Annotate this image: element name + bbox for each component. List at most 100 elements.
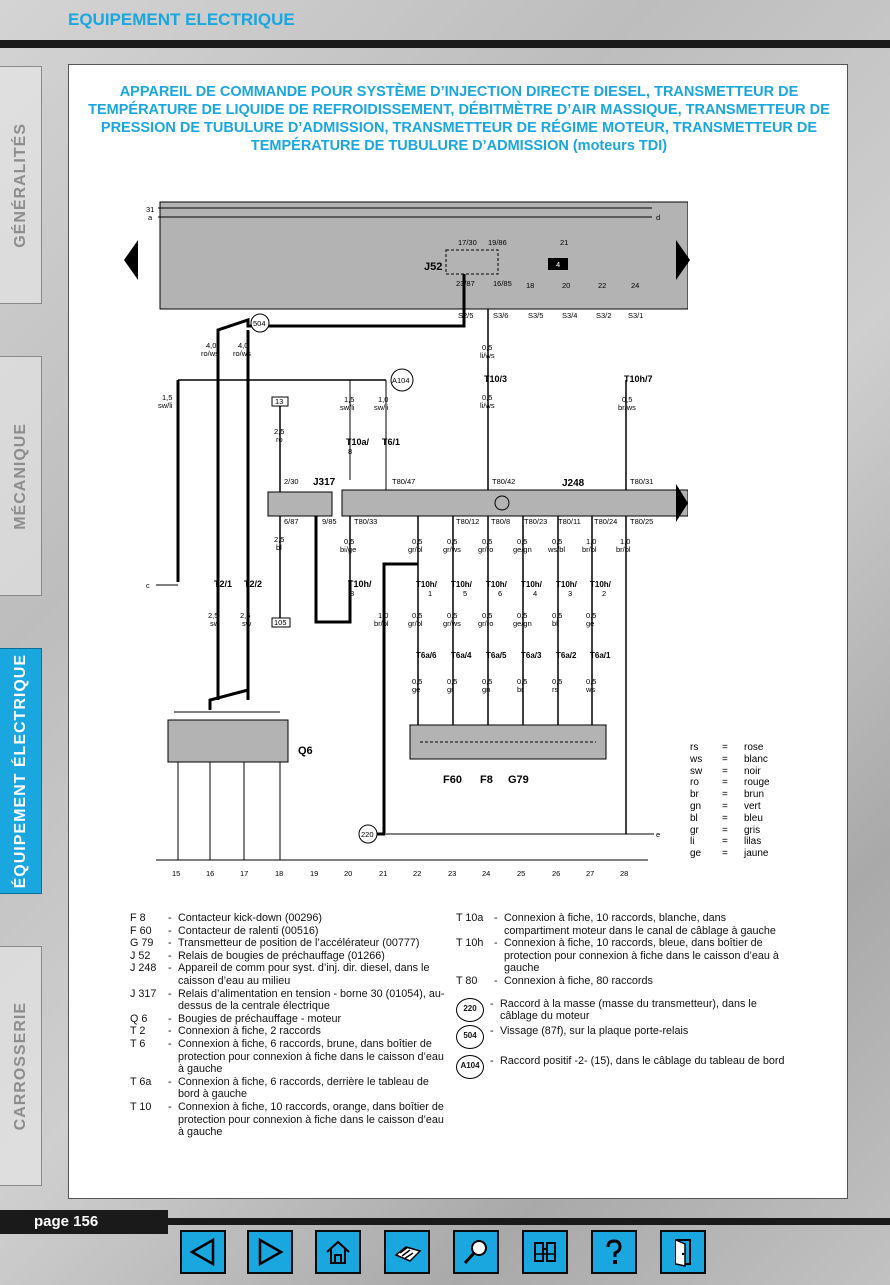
diagram-next-arrow-lower[interactable]	[676, 484, 688, 522]
wire-25-bl-gauge: 2,5	[274, 535, 284, 544]
bottom-number: 28	[620, 869, 628, 878]
signal-color2: gr/ws	[443, 619, 461, 628]
signal-gauge2: 0,5	[482, 611, 492, 620]
wire-brbl2-color: br/bl	[616, 545, 631, 554]
exit-button[interactable]	[660, 1230, 706, 1274]
signal-gauge1: 0,5	[482, 537, 492, 546]
pin-18: 18	[526, 281, 534, 290]
legend-row: gr=gris	[690, 824, 761, 836]
pin-t80-25: T80/25	[630, 517, 653, 526]
wire-glow-main	[216, 274, 466, 360]
legend-row: li=lilas	[690, 836, 762, 848]
list-item: T 80-Connexion à fiche, 80 raccords	[456, 974, 653, 987]
toc-button[interactable]	[522, 1230, 568, 1274]
j52-label: J52	[424, 261, 442, 273]
component-list-right: T 10a-Connexion à fiche, 10 raccords, bl…	[456, 912, 786, 1079]
signal-column-6: 1,0 br/bl T10h/ 2 0,5 ge T6a/1 0,5 ws	[582, 516, 612, 725]
pin-t80-8: T80/8	[491, 517, 510, 526]
color-legend: rs=rose ws=blanc sw=noir ro=rouge br=bru…	[690, 742, 770, 860]
signal-color1: gr/ro	[478, 545, 493, 554]
tab-label: MÉCANIQUE	[11, 422, 29, 530]
signal-color3: gn	[482, 685, 490, 694]
wire-15a-gauge: 1,5	[162, 393, 172, 402]
tab-mecanique[interactable]: MÉCANIQUE	[0, 356, 42, 596]
list-item: 220-Raccord à la masse (masse du transme…	[456, 997, 786, 1023]
arrow-right-icon	[676, 240, 690, 280]
bottom-number: 18	[275, 869, 283, 878]
relay-box	[159, 201, 688, 310]
help-button[interactable]	[591, 1230, 637, 1274]
slot-s3-1: S3/1	[628, 311, 643, 320]
positive-connection-symbol: A104	[456, 1054, 484, 1079]
signal-column-4: 0,5 ge/gn T10h/ 4 0,5 ge/gn T6a/3 0,5 br	[513, 516, 543, 725]
wire-bige-gauge: 0,5	[344, 537, 354, 546]
printer-icon	[394, 1246, 422, 1262]
signal-color2: ge/gn	[513, 619, 532, 628]
arrow-left-icon	[189, 1237, 215, 1267]
signal-color1: ge/gn	[513, 545, 532, 554]
list-item: J 317-Relais d’alimentation en tension -…	[130, 987, 445, 1013]
legend-row: bl=bleu	[690, 812, 763, 824]
f8-label: F8	[480, 774, 493, 786]
pin-2-30: 2/30	[284, 477, 299, 486]
wire-10a-gauge: 1,0	[378, 395, 388, 404]
wiring-diagram: 31 a d J52 17/30 19/86 21 4 23/87 16/85 …	[146, 201, 688, 878]
list-item: Q 6-Bougies de préchauffage - moteur	[130, 1012, 342, 1025]
bottom-number: 20	[344, 869, 352, 878]
prev-page-button[interactable]	[180, 1230, 226, 1274]
tab-label: ÉQUIPEMENT ÉLECTRIQUE	[11, 653, 29, 889]
page-number: page 156	[0, 1210, 168, 1234]
signal-pin: 5	[463, 589, 467, 598]
signal-color2: ge	[586, 619, 594, 628]
arrow-left-icon	[124, 240, 138, 280]
conn-t10h-8: T10h/	[348, 579, 372, 589]
wire-br-bl-ground	[370, 562, 418, 836]
j317-relay	[267, 491, 333, 517]
signal-conn: T10h/	[521, 580, 543, 589]
tab-carrosserie[interactable]: CARROSSERIE	[0, 946, 42, 1186]
list-item: F 60-Contacteur de ralenti (00516)	[130, 924, 319, 937]
wire-15a-color: sw/li	[158, 401, 173, 410]
signal-t6a: T6a/6	[416, 651, 437, 660]
screw-symbol: 504	[456, 1024, 484, 1049]
list-item: T 10h-Connexion à fiche, 10 raccords, bl…	[456, 937, 779, 975]
signal-gauge3: 0,5	[517, 677, 527, 686]
f60-label: F60	[443, 774, 462, 786]
label-a: a	[148, 213, 153, 222]
pin-t80-24: T80/24	[594, 517, 617, 526]
ref-220-symbol	[358, 824, 378, 844]
signal-conn: T10h/	[486, 580, 508, 589]
home-button[interactable]	[315, 1230, 361, 1274]
next-page-button[interactable]	[247, 1230, 293, 1274]
bottom-number: 21	[379, 869, 387, 878]
signal-pin: 4	[533, 589, 537, 598]
conn-t10a-8-pin: 8	[348, 447, 352, 456]
diagram-next-arrow[interactable]	[676, 240, 690, 280]
signal-gauge1: 0,5	[552, 537, 562, 546]
signal-pin: 3	[568, 589, 572, 598]
signal-conn: T10h/	[451, 580, 473, 589]
label-c: c	[146, 581, 150, 590]
signal-gauge3: 0,5	[482, 677, 492, 686]
label-d: d	[656, 213, 660, 222]
signal-gauge2: 0,5	[517, 611, 527, 620]
g79-label: G79	[508, 774, 529, 786]
wire-25-ro-gauge: 2,5	[274, 427, 284, 436]
j248-label: J248	[562, 478, 585, 489]
legend-row: rs=rose	[690, 742, 764, 753]
bottom-number: 19	[310, 869, 318, 878]
signal-conn: T10h/	[416, 580, 438, 589]
diagram-prev-arrow[interactable]	[124, 240, 138, 280]
legend-row: ro=rouge	[690, 777, 770, 789]
tab-equipement-electrique[interactable]: ÉQUIPEMENT ÉLECTRIQUE	[0, 648, 42, 894]
conn-t10h-8-pin: 8	[350, 589, 354, 598]
pin-6-87: 6/87	[284, 517, 299, 526]
wire-05-top-gauge: 0,5	[482, 343, 492, 352]
top-divider-bar	[0, 40, 890, 48]
search-button[interactable]	[453, 1230, 499, 1274]
arrow-right-icon	[676, 484, 688, 522]
conn-t10-3: T10/3	[484, 374, 507, 384]
pin-t80-31: T80/31	[630, 477, 653, 486]
print-button[interactable]	[384, 1230, 430, 1274]
tab-generalites[interactable]: GÉNÉRALITÉS	[0, 66, 42, 304]
